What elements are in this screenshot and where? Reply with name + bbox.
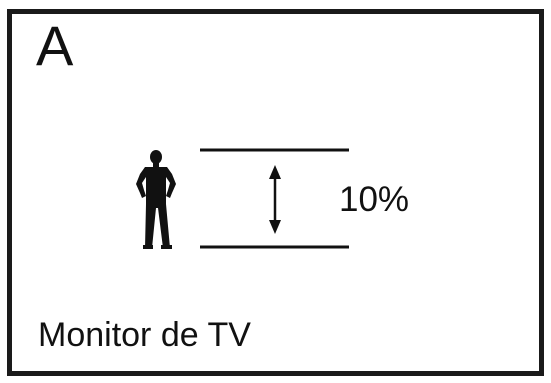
person-silhouette-icon — [136, 150, 176, 249]
panel-letter: A — [36, 14, 74, 77]
panel-caption: Monitor de TV — [38, 316, 251, 354]
measurement-label: 10% — [339, 180, 410, 219]
double-headed-vertical-arrow-icon — [269, 165, 281, 234]
